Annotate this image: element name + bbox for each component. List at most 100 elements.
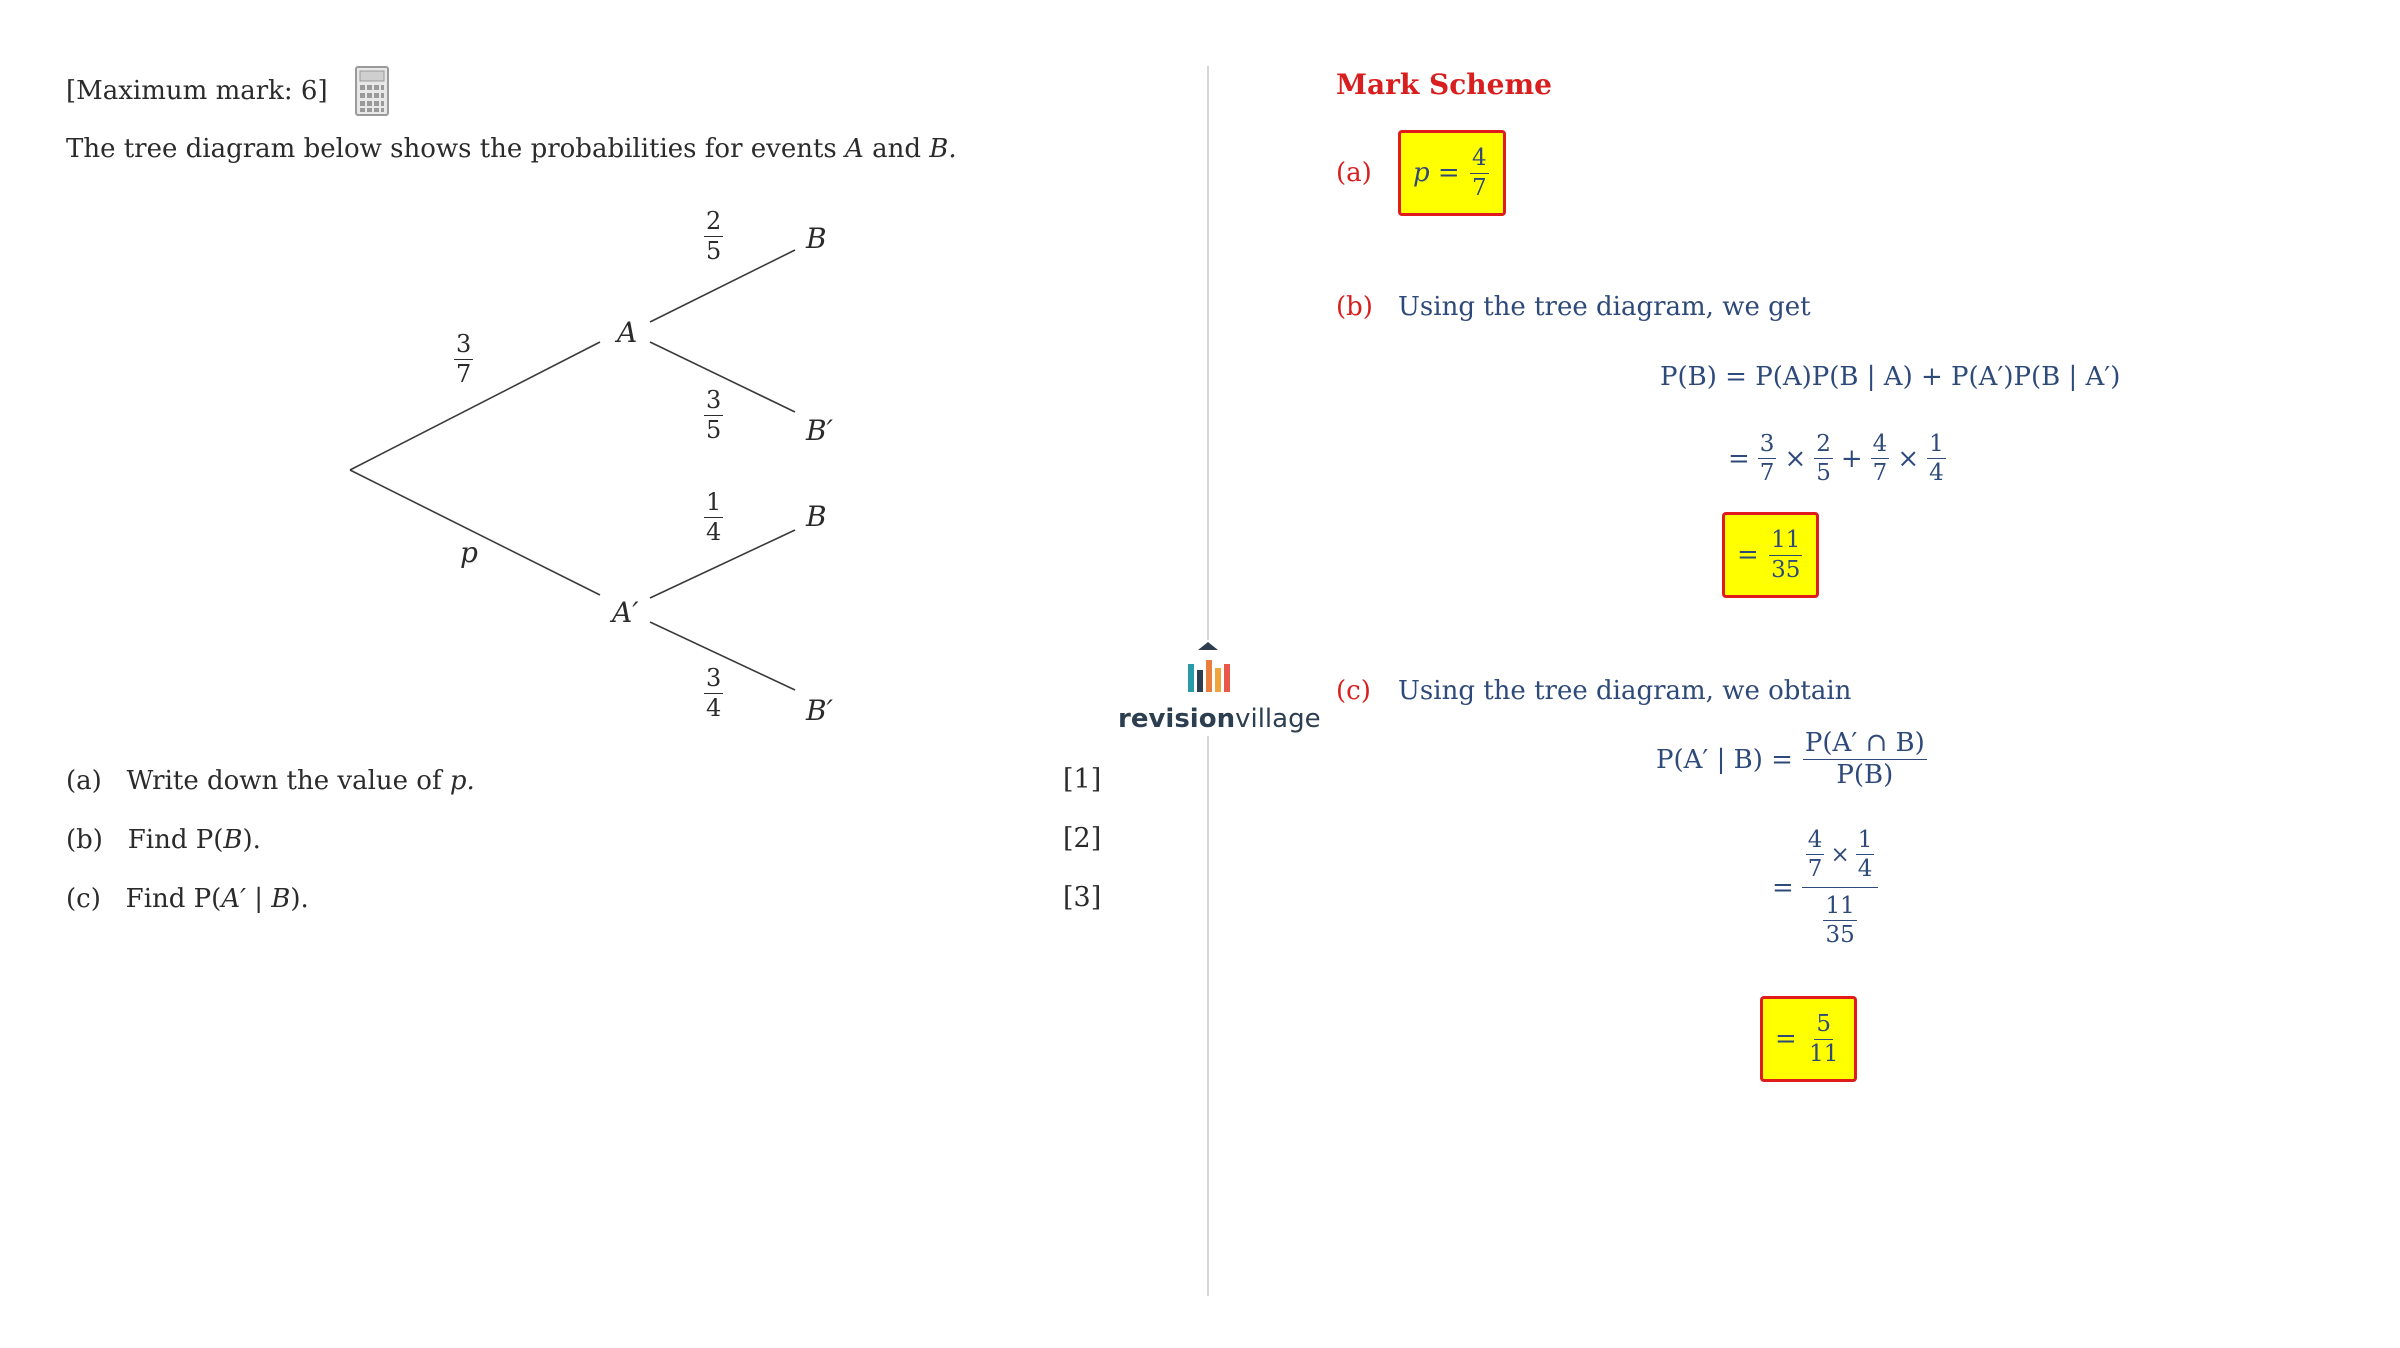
part-a-label: (a)	[66, 766, 102, 796]
intro-and: and	[872, 134, 921, 164]
ms-b-f1-den: 7	[1759, 460, 1775, 487]
part-b-math: B	[223, 825, 243, 855]
branch-a-b	[649, 249, 796, 323]
ms-c-lhs: P(A′ | B) =	[1656, 744, 1793, 775]
ms-c-rhs-num: P(A′ ∩ B)	[1802, 729, 1927, 761]
ms-c-den-den: 35	[1825, 922, 1855, 949]
part-a-math: p.	[449, 766, 475, 796]
part-c-math: A′ | B	[221, 884, 291, 914]
prob-a-b-num: 2	[704, 208, 724, 238]
ms-b-times1: ×	[1784, 443, 1807, 474]
branch-root-a-prime	[349, 469, 601, 596]
part-c: (c) Find P(A′ | B).	[66, 884, 309, 914]
prob-a-num: 3	[454, 331, 474, 361]
ms-c-text: Using the tree diagram, we obtain	[1398, 676, 1852, 706]
part-c-tail: ).	[290, 884, 309, 914]
part-b-marks: [2]	[1063, 823, 1102, 854]
intro-event-a: A	[845, 134, 864, 164]
ms-b-plus: +	[1840, 443, 1863, 474]
prob-a-prime-b-prime-den: 4	[706, 694, 722, 723]
ms-b-label: (b)	[1336, 292, 1373, 322]
ms-c-s1-den: 7	[1807, 856, 1823, 883]
ms-a-den: 7	[1471, 174, 1487, 201]
part-a-marks: [1]	[1063, 764, 1102, 795]
ms-c-times: ×	[1830, 841, 1850, 868]
ms-b-text: Using the tree diagram, we get	[1398, 292, 1811, 322]
ms-c-den-num: 11	[1823, 894, 1857, 922]
outcome-a-b: B	[806, 222, 827, 255]
part-c-label: (c)	[66, 884, 101, 914]
max-mark: [Maximum mark: 6]	[66, 76, 328, 106]
tree-diagram	[349, 249, 796, 691]
part-a: (a) Write down the value of p.	[66, 766, 475, 796]
ms-b-f2-den: 5	[1816, 460, 1831, 487]
ms-b-ans-den: 35	[1771, 556, 1801, 583]
branch-a-b-prime	[649, 341, 796, 413]
prob-a-prime-b-den: 4	[706, 518, 722, 547]
prob-a-b-prime-num: 3	[704, 387, 724, 417]
calculator-icon	[355, 66, 389, 120]
ms-b-f3-num: 4	[1870, 432, 1890, 460]
ms-c-eq: =	[1772, 872, 1794, 903]
ms-a-lhs: p =	[1413, 158, 1460, 188]
prob-a-prime-b-num: 1	[704, 489, 724, 519]
ms-c-ans-num: 5	[1814, 1012, 1834, 1040]
ms-b-ans-num: 11	[1769, 528, 1803, 556]
ms-c-label: (c)	[1336, 676, 1371, 706]
ms-c-rhs-den: P(B)	[1836, 760, 1894, 791]
ms-b-f3-den: 7	[1872, 460, 1888, 487]
ms-b-f2-num: 2	[1814, 432, 1833, 460]
logo-rest: village	[1235, 704, 1321, 734]
part-c-text: Find P(	[125, 884, 222, 914]
mark-scheme-title: Mark Scheme	[1336, 68, 1552, 101]
part-b-label: (b)	[66, 825, 103, 855]
part-c-marks: [3]	[1063, 882, 1102, 913]
ms-c-s2-den: 4	[1857, 856, 1873, 883]
branch-a-prime-b-prime	[649, 621, 796, 691]
intro-text: The tree diagram below shows the probabi…	[66, 134, 957, 164]
prob-a-b-prime-den: 5	[706, 416, 722, 445]
part-b-text: Find P(	[127, 825, 224, 855]
ms-c-s1-num: 4	[1805, 828, 1825, 856]
outcome-a-prime-b-prime: B′	[806, 694, 833, 727]
prob-a-b-den: 5	[706, 237, 722, 266]
ms-b-f1-num: 3	[1757, 432, 1777, 460]
ms-b-formula: P(B) = P(A)P(B | A) + P(A′)P(B | A′)	[1660, 362, 2121, 392]
ms-c-s2-num: 1	[1855, 828, 1875, 856]
prob-a-prime-b-prime-num: 3	[704, 665, 724, 695]
ms-a-label: (a)	[1336, 158, 1372, 188]
ms-b-f4-den: 4	[1929, 460, 1944, 487]
logo-icon	[1188, 642, 1230, 692]
prob-a-den: 7	[456, 360, 472, 389]
node-a-prime: A′	[612, 596, 639, 629]
ms-a-num: 4	[1469, 146, 1489, 174]
logo-wordmark: revisionvillage	[1118, 704, 1321, 734]
part-b: (b) Find P(B).	[66, 825, 261, 855]
part-b-tail: ).	[242, 825, 261, 855]
prob-a-prime: p	[460, 536, 478, 569]
ms-b-eq: =	[1728, 443, 1750, 474]
outcome-a-b-prime: B′	[806, 414, 833, 447]
ms-b-f4-num: 1	[1927, 432, 1946, 460]
logo: revisionvillage	[1118, 640, 1321, 736]
ms-c-ans-eq: =	[1775, 1024, 1797, 1054]
logo-bold: revision	[1118, 704, 1236, 734]
node-a: A	[617, 316, 638, 349]
intro-event-b: B.	[929, 134, 957, 164]
ms-c-ans-den: 11	[1809, 1040, 1839, 1067]
intro-sentence: The tree diagram below shows the probabi…	[66, 134, 837, 164]
ms-b-ans-eq: =	[1737, 540, 1759, 570]
branch-root-a	[349, 341, 601, 471]
part-a-text: Write down the value of	[126, 766, 442, 796]
ms-c-formula: P(A′ | B) = P(A′ ∩ B)P(B)	[1656, 729, 1929, 791]
